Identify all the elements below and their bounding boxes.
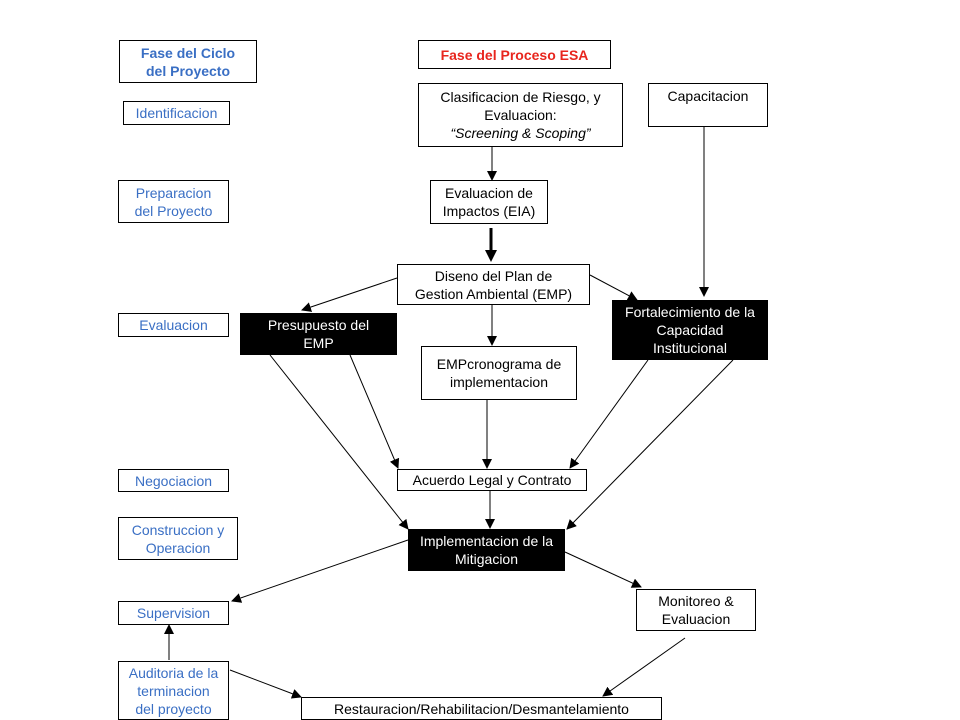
phase-negociacion-label: Negociacion <box>134 472 213 489</box>
phase-preparacion: Preparacion del Proyecto <box>118 180 229 223</box>
phase-evaluacion: Evaluacion <box>118 313 229 337</box>
node-clasificacion-line1: Clasificacion de Riesgo, y <box>440 89 601 105</box>
phase-supervision: Supervision <box>118 601 229 625</box>
phase-negociacion: Negociacion <box>118 469 229 492</box>
node-cronograma: EMPcronograma de implementacion <box>421 346 577 400</box>
node-capacitacion: Capacitacion <box>648 83 768 127</box>
phase-construccion-line1: Construccion y <box>131 521 225 538</box>
node-diseno-line1: Diseno del Plan de <box>434 267 553 284</box>
node-monitoreo-line1: Monitoreo & <box>658 593 734 609</box>
node-restauracion: Restauracion/Rehabilitacion/Desmantelami… <box>301 697 662 720</box>
header-esa-process: Fase del Proceso ESA <box>418 40 611 69</box>
header-project-cycle: Fase del Ciclo del Proyecto <box>119 40 257 83</box>
node-fortalecimiento-line3: Institucional <box>653 340 727 356</box>
phase-preparacion-line2: del Proyecto <box>134 202 213 219</box>
arrow-presupuesto-to-acuerdo <box>349 354 400 469</box>
arrow-monitoreo-to-restauracion <box>602 637 686 697</box>
node-clasificacion-line3: “Screening & Scoping” <box>450 125 591 141</box>
header-cycle-line2: del Proyecto <box>145 62 231 79</box>
node-clasificacion-line2: Evaluacion: <box>484 107 557 123</box>
node-clasificacion: Clasificacion de Riesgo, y Evaluacion: “… <box>418 83 623 147</box>
phase-auditoria-line3: del proyecto <box>135 700 212 717</box>
node-restauracion-label: Restauracion/Rehabilitacion/Desmantelami… <box>334 700 629 717</box>
node-implementacion-line1: Implementacion de la <box>419 533 554 549</box>
arrow-fortalecimiento-to-acuerdo <box>569 359 649 469</box>
arrow-diseno-to-fortalecimiento <box>589 274 638 301</box>
phase-evaluacion-label: Evaluacion <box>139 317 208 333</box>
node-implementacion: Implementacion de la Mitigacion <box>408 529 565 571</box>
phase-identificacion: Identificacion <box>123 101 230 125</box>
arrow-fortalecimiento-to-implementacion <box>566 359 734 530</box>
node-capacitacion-label: Capacitacion <box>667 88 749 104</box>
node-diseno-line2: Gestion Ambiental (EMP) <box>414 285 573 302</box>
phase-auditoria-line2: terminacion <box>137 682 210 699</box>
arrow-implementacion-to-supervision <box>231 539 409 603</box>
phase-construccion: Construccion y Operacion <box>118 517 238 560</box>
node-fortalecimiento-line1: Fortalecimiento de la <box>625 304 755 320</box>
phase-identificacion-label: Identificacion <box>135 105 218 121</box>
node-cronograma-line2: implementacion <box>449 374 549 390</box>
arrow-auditoria-to-restauracion <box>229 669 302 699</box>
node-eia: Evaluacion de Impactos (EIA) <box>430 180 548 224</box>
node-monitoreo: Monitoreo & Evaluacion <box>636 589 756 631</box>
node-acuerdo: Acuerdo Legal y Contrato <box>397 469 587 491</box>
node-cronograma-line1: EMPcronograma de <box>436 356 562 372</box>
phase-auditoria-line1: Auditoria de la <box>128 664 219 681</box>
arrow-diseno-to-presupuesto <box>301 277 398 312</box>
node-presupuesto-line2: EMP <box>303 335 334 351</box>
phase-construccion-line2: Operacion <box>145 539 211 556</box>
arrow-implementacion-to-monitoreo <box>564 551 642 588</box>
node-monitoreo-line2: Evaluacion <box>661 611 731 627</box>
node-implementacion-line2: Mitigacion <box>454 551 518 567</box>
node-acuerdo-label: Acuerdo Legal y Contrato <box>412 472 572 488</box>
node-presupuesto: Presupuesto del EMP <box>240 313 397 355</box>
header-cycle-line1: Fase del Ciclo <box>140 44 236 61</box>
phase-supervision-label: Supervision <box>136 605 211 621</box>
header-esa-label: Fase del Proceso ESA <box>440 46 589 63</box>
node-fortalecimiento-line2: Capacidad <box>656 322 724 338</box>
arrow-presupuesto-to-implementacion <box>269 354 409 530</box>
node-diseno: Diseno del Plan de Gestion Ambiental (EM… <box>397 264 590 305</box>
node-presupuesto-line1: Presupuesto del <box>267 317 370 333</box>
node-eia-line2: Impactos (EIA) <box>442 203 536 219</box>
node-eia-line1: Evaluacion de <box>445 185 533 201</box>
phase-preparacion-line1: Preparacion <box>135 184 212 201</box>
phase-auditoria: Auditoria de la terminacion del proyecto <box>118 661 229 720</box>
node-fortalecimiento: Fortalecimiento de la Capacidad Instituc… <box>612 300 768 360</box>
